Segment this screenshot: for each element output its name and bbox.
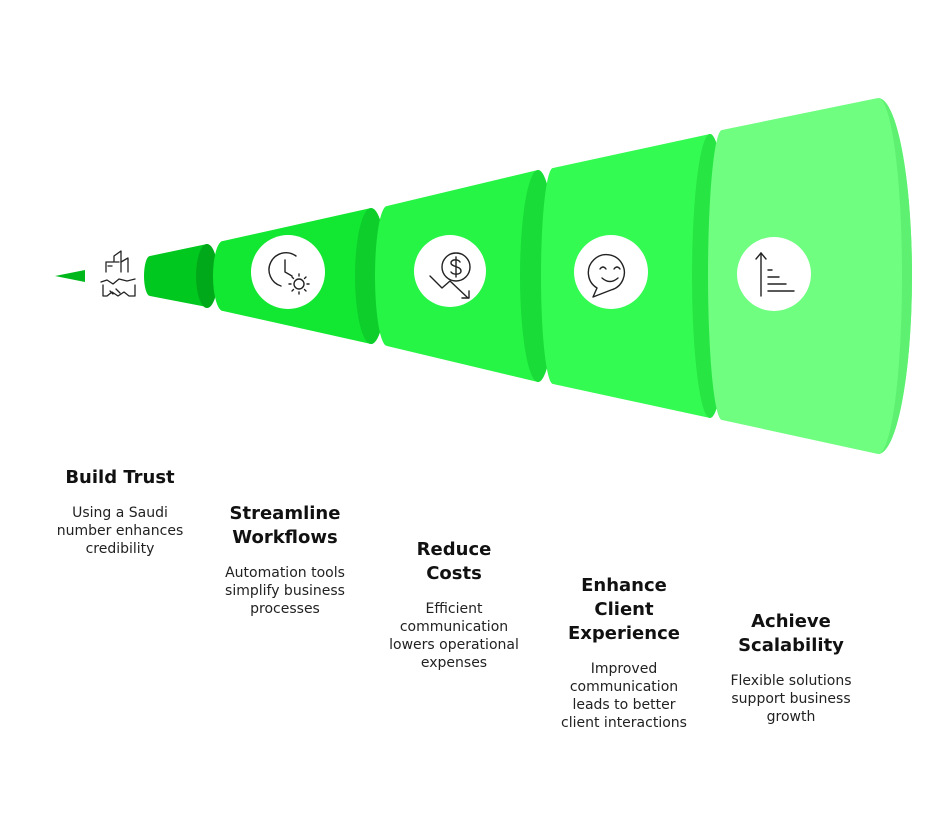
stage-title: Reduce Costs [416,539,492,584]
stage-title: Achieve Scalability [738,611,844,656]
funnel-tip [55,270,85,282]
clock-gear-icon [251,235,325,309]
stage-description: Flexible solutions support business grow… [730,673,852,725]
stage-reduce-costs: Reduce Costs Efficient communication low… [388,538,520,672]
stage-title: Streamline Workflows [229,503,341,548]
growth-bars-icon [737,237,811,311]
stage-streamline-workflows: Streamline Workflows Automation tools si… [210,502,360,618]
handshake-buildings-icon [100,250,136,297]
stage-description: Automation tools simplify business proce… [225,565,345,617]
funnel-segment-0 [144,244,218,308]
stage-description: Improved communication leads to better c… [561,661,687,731]
stage-title: Enhance Client Experience [568,575,680,644]
stage-description: Efficient communication lowers operation… [389,601,519,671]
stage-enhance-client-experience: Enhance Client Experience Improved commu… [552,574,696,732]
stage-build-trust: Build Trust Using a Saudi number enhance… [50,466,190,558]
smile-speech-bubble-icon [574,235,648,309]
dollar-down-arrow-icon [414,235,486,307]
stage-description: Using a Saudi number enhances credibilit… [56,505,184,557]
stage-title: Build Trust [65,467,175,488]
stage-achieve-scalability: Achieve Scalability Flexible solutions s… [716,610,866,726]
